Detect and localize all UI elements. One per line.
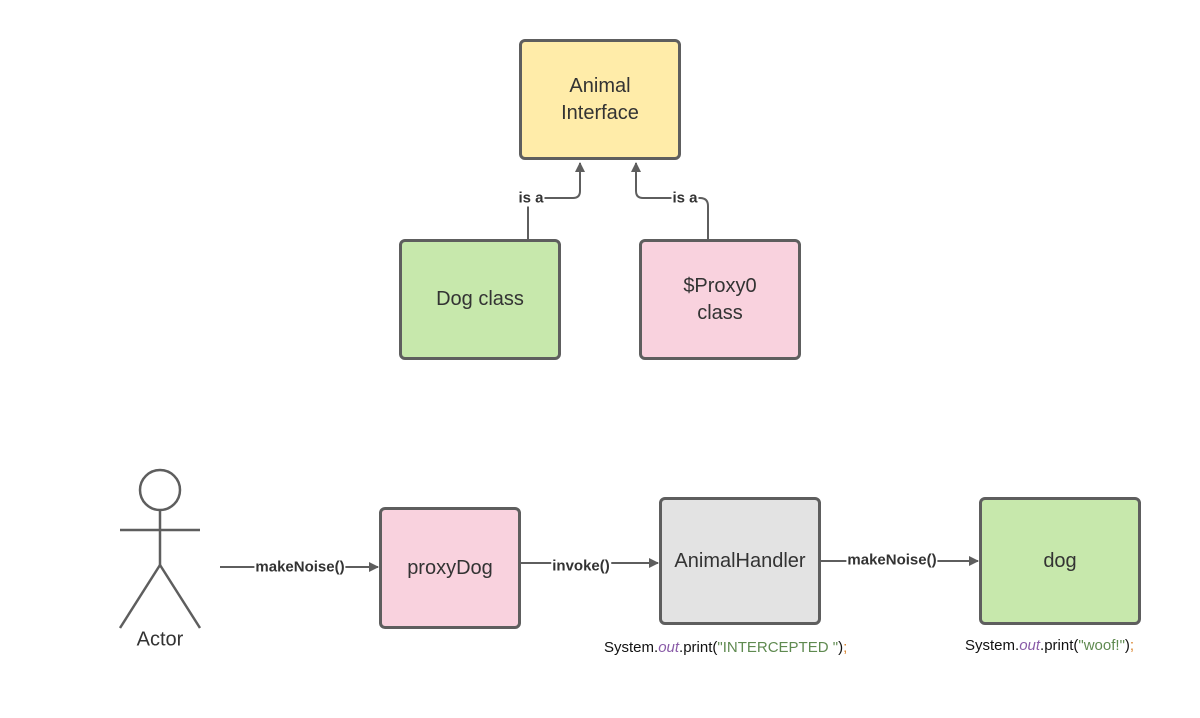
dog-isa-label: is a [517, 189, 545, 207]
node-label: Animal Interface [561, 74, 639, 124]
code-text: System. [965, 637, 1020, 654]
code-string: "woof!" [1078, 637, 1125, 654]
animal-interface-node[interactable]: Animal Interface [519, 39, 681, 160]
actor-call-label: makeNoise() [254, 558, 346, 576]
code-text: ) [1124, 637, 1130, 654]
handler-call-label: makeNoise() [846, 551, 938, 569]
dog-isa-edge [527, 162, 585, 240]
dog-node[interactable]: dog [979, 497, 1141, 625]
code-text: .print( [1040, 637, 1079, 654]
code-text: .print( [679, 639, 718, 656]
code-field: out [1019, 637, 1041, 654]
node-label: Dog class [436, 288, 524, 310]
actor-label: Actor [136, 628, 184, 651]
node-label: $Proxy0 class [683, 274, 757, 324]
node-label: AnimalHandler [674, 550, 806, 572]
node-label: proxyDog [407, 556, 493, 579]
code-text: System. [604, 639, 659, 656]
actor-figure [118, 468, 202, 629]
dog-class-node[interactable]: Dog class [399, 239, 561, 360]
animal-handler-node[interactable]: AnimalHandler [659, 497, 821, 625]
code-string: "INTERCEPTED " [717, 639, 839, 656]
proxy-class-node[interactable]: $Proxy0 class [639, 239, 801, 360]
code-text: ) [838, 639, 844, 656]
handler-code-snippet: System.out.print("INTERCEPTED "); [604, 639, 847, 656]
invoke-label: invoke() [551, 557, 611, 575]
dog-code-snippet: System.out.print("woof!"); [965, 637, 1134, 654]
proxy-isa-label: is a [671, 189, 699, 207]
code-field: out [658, 639, 680, 656]
code-semicolon: ; [1129, 637, 1135, 654]
code-semicolon: ; [843, 639, 848, 656]
node-label: dog [1043, 550, 1077, 572]
proxy-dog-node[interactable]: proxyDog [379, 507, 521, 629]
